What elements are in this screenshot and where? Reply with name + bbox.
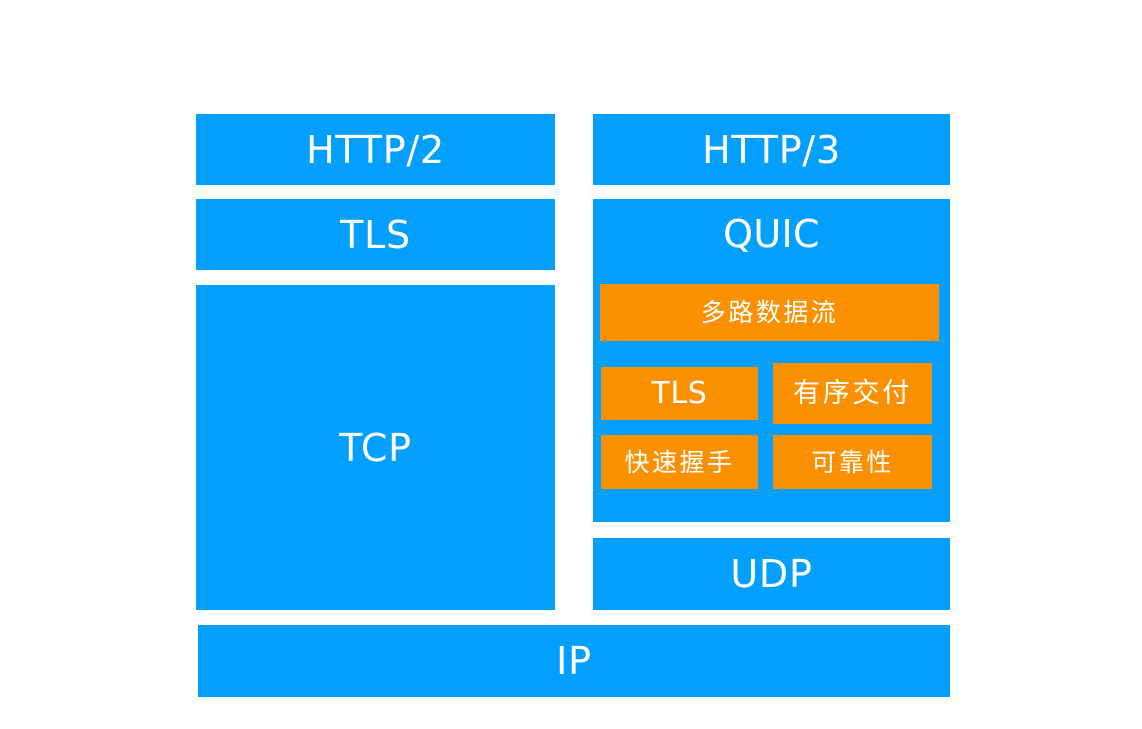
layer-box-http2: HTTP/2 xyxy=(196,114,555,185)
quic-feature-ordered-delivery: 有序交付 xyxy=(773,363,932,424)
layer-box-udp: UDP xyxy=(593,538,950,610)
layer-label-quic: QUIC xyxy=(723,212,820,256)
layer-box-tls: TLS xyxy=(196,199,555,270)
layer-box-ip: IP xyxy=(198,625,950,697)
quic-feature-fast-handshake: 快速握手 xyxy=(601,435,758,489)
quic-feature-tls: TLS xyxy=(601,367,758,420)
quic-feature-multistream: 多路数据流 xyxy=(600,284,939,341)
quic-feature-reliability: 可靠性 xyxy=(773,435,932,489)
layer-box-tcp: TCP xyxy=(196,285,555,610)
layer-box-http3: HTTP/3 xyxy=(593,114,950,185)
layer-box-quic: QUIC 多路数据流 TLS 有序交付 快速握手 可靠性 xyxy=(593,199,950,522)
